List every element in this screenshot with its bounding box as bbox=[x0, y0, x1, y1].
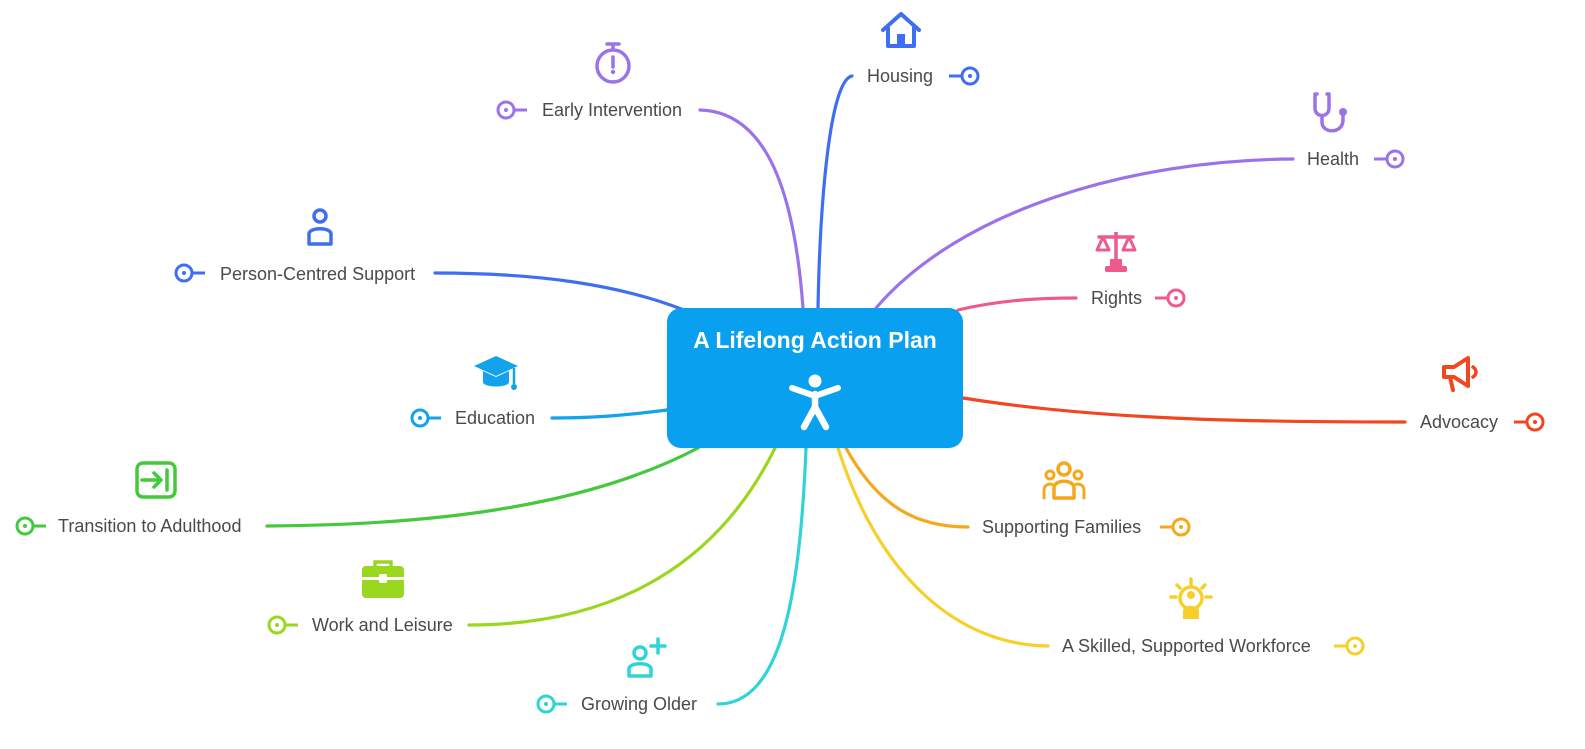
collapse-toggle-person-centred-support[interactable] bbox=[174, 263, 205, 283]
connector-line-education bbox=[550, 408, 669, 420]
branch-label-advocacy[interactable]: Advocacy bbox=[1420, 412, 1499, 432]
collapse-toggle-skilled-workforce[interactable] bbox=[1334, 636, 1365, 656]
branch-label-supporting-families[interactable]: Supporting Families bbox=[982, 517, 1142, 537]
branch-label-work-and-leisure[interactable]: Work and Leisure bbox=[312, 615, 453, 635]
connector-line-transition-to-adulthood bbox=[265, 446, 700, 528]
collapse-toggle-housing[interactable] bbox=[949, 66, 980, 86]
stopwatch-icon bbox=[592, 40, 634, 86]
branch-label-health[interactable]: Health bbox=[1307, 149, 1360, 169]
group-icon bbox=[1042, 460, 1086, 502]
scales-icon bbox=[1093, 228, 1139, 274]
graduation-cap-icon bbox=[472, 352, 520, 394]
collapse-toggle-early-intervention[interactable] bbox=[496, 100, 527, 120]
house-icon bbox=[879, 10, 923, 50]
stethoscope-icon bbox=[1309, 90, 1355, 136]
collapse-toggle-rights[interactable] bbox=[1155, 288, 1186, 308]
branch-label-education[interactable]: Education bbox=[455, 408, 536, 428]
connector-line-person-centred-support bbox=[433, 271, 686, 312]
add-person-icon bbox=[626, 636, 668, 678]
connector-line-housing bbox=[816, 74, 854, 310]
sign-in-icon bbox=[134, 460, 178, 500]
branch-label-rights[interactable]: Rights bbox=[1091, 288, 1143, 308]
branch-label-person-centred-support[interactable]: Person-Centred Support bbox=[220, 264, 416, 284]
connector-line-growing-older bbox=[716, 446, 808, 706]
collapse-toggle-growing-older[interactable] bbox=[536, 694, 567, 714]
branch-label-skilled-workforce[interactable]: A Skilled, Supported Workforce bbox=[1062, 636, 1311, 656]
branch-label-early-intervention[interactable]: Early Intervention bbox=[542, 100, 683, 120]
collapse-toggle-education[interactable] bbox=[410, 408, 441, 428]
collapse-toggle-advocacy[interactable] bbox=[1514, 412, 1545, 432]
collapse-toggle-transition-to-adulthood[interactable] bbox=[15, 516, 46, 536]
collapse-toggle-supporting-families[interactable] bbox=[1160, 517, 1191, 537]
connector-line-skilled-workforce bbox=[836, 446, 1050, 648]
central-topic[interactable]: A Lifelong Action Plan bbox=[667, 308, 963, 448]
connector-line-work-and-leisure bbox=[467, 446, 777, 627]
central-topic-title: A Lifelong Action Plan bbox=[693, 327, 937, 353]
connector-line-early-intervention bbox=[698, 108, 805, 310]
collapse-toggle-work-and-leisure[interactable] bbox=[267, 615, 298, 635]
branch-label-growing-older[interactable]: Growing Older bbox=[581, 694, 698, 714]
connector-line-supporting-families bbox=[844, 446, 970, 529]
branch-label-housing[interactable]: Housing bbox=[867, 66, 934, 86]
worker-badge-icon bbox=[1169, 577, 1213, 621]
person-arms-outstretched-icon bbox=[788, 372, 842, 437]
collapse-toggle-health[interactable] bbox=[1374, 149, 1405, 169]
connector-line-rights bbox=[956, 296, 1078, 312]
connector-line-health bbox=[874, 157, 1295, 310]
connector-line-advocacy bbox=[961, 396, 1407, 424]
person-icon bbox=[306, 207, 334, 247]
briefcase-icon bbox=[360, 558, 406, 600]
branch-label-transition-to-adulthood[interactable]: Transition to Adulthood bbox=[58, 516, 242, 536]
megaphone-icon bbox=[1438, 353, 1482, 395]
